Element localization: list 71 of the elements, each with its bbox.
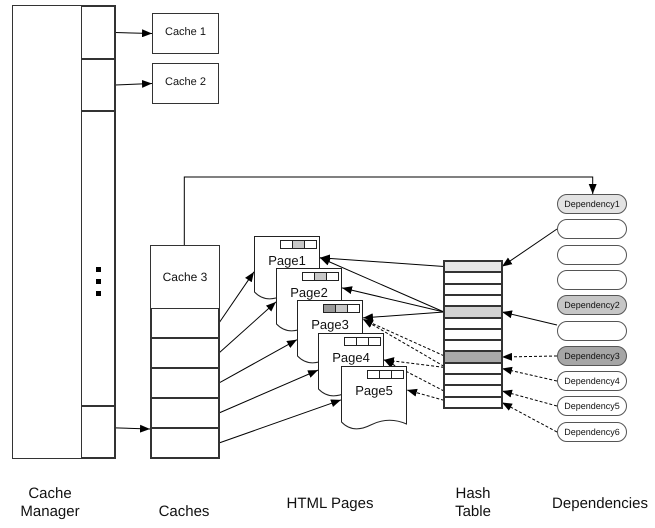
cache-slot bbox=[151, 338, 219, 368]
arrow bbox=[218, 271, 254, 324]
cache-slot bbox=[151, 368, 219, 398]
arrow bbox=[320, 254, 444, 267]
arrow bbox=[502, 310, 558, 326]
manager-slot bbox=[81, 406, 115, 458]
axis-caption: Cache Manager bbox=[19, 485, 81, 521]
node-label: Page2 bbox=[289, 285, 329, 300]
node-label: Page4 bbox=[331, 350, 371, 365]
arrow bbox=[218, 339, 298, 384]
cache-box bbox=[152, 63, 219, 104]
arrow bbox=[362, 312, 444, 322]
axis-caption: Hash Table bbox=[454, 485, 492, 521]
arrow bbox=[218, 370, 318, 414]
node-label: Page3 bbox=[310, 317, 350, 332]
cache-slot bbox=[151, 398, 219, 428]
arrow bbox=[114, 424, 150, 433]
cache-slot bbox=[151, 308, 219, 338]
arrow bbox=[384, 359, 444, 392]
arrow bbox=[362, 318, 444, 367]
hash-row bbox=[444, 397, 502, 408]
node-label: Cache 2 bbox=[164, 76, 207, 88]
hash-row bbox=[444, 272, 502, 284]
arrow bbox=[114, 29, 152, 38]
arrow bbox=[502, 352, 558, 361]
manager-slot bbox=[81, 6, 115, 59]
hash-row bbox=[444, 306, 502, 318]
manager-slot bbox=[81, 59, 115, 111]
arrow bbox=[406, 388, 444, 401]
node-label: Cache 3 bbox=[162, 270, 208, 284]
hash-row bbox=[444, 351, 502, 363]
arrow bbox=[218, 399, 342, 444]
arrow bbox=[342, 286, 444, 312]
axis-caption: Dependencies bbox=[551, 495, 649, 513]
hash-row bbox=[444, 284, 502, 295]
arrow bbox=[502, 402, 558, 432]
node-label: Dependency2 bbox=[563, 300, 621, 310]
node-label: Cache 1 bbox=[164, 26, 207, 38]
node-label: Dependency3 bbox=[563, 351, 621, 361]
arrow bbox=[502, 228, 558, 267]
arrow bbox=[384, 357, 444, 368]
node-label: Dependency5 bbox=[563, 401, 621, 411]
cache-slot bbox=[151, 428, 219, 458]
axis-caption: HTML Pages bbox=[286, 495, 374, 513]
arrow bbox=[320, 257, 444, 312]
node-label: Page5 bbox=[354, 383, 394, 398]
node-label: Page1 bbox=[267, 253, 307, 268]
hash-row bbox=[444, 295, 502, 306]
manager-slot bbox=[81, 111, 115, 406]
axis-caption: Caches bbox=[158, 503, 210, 521]
hash-row bbox=[444, 340, 502, 351]
page-document bbox=[341, 366, 407, 430]
hash-row bbox=[444, 318, 502, 329]
cache-manager-column bbox=[12, 5, 116, 459]
arrow bbox=[362, 318, 444, 356]
arrow bbox=[502, 366, 558, 382]
cache-column bbox=[150, 245, 220, 459]
hash-row bbox=[444, 385, 502, 397]
arrow bbox=[218, 301, 276, 354]
hash-table bbox=[443, 260, 503, 409]
hash-row bbox=[444, 374, 502, 385]
hash-row bbox=[444, 261, 502, 272]
node-label: Dependency6 bbox=[563, 427, 621, 437]
arrow bbox=[114, 80, 152, 88]
hash-row bbox=[444, 329, 502, 340]
hash-row bbox=[444, 363, 502, 374]
node-label: Dependency4 bbox=[563, 376, 621, 386]
arrow bbox=[502, 390, 558, 406]
arrow bbox=[184, 176, 597, 246]
cache-box bbox=[152, 13, 219, 54]
node-label: Dependency1 bbox=[563, 199, 621, 209]
